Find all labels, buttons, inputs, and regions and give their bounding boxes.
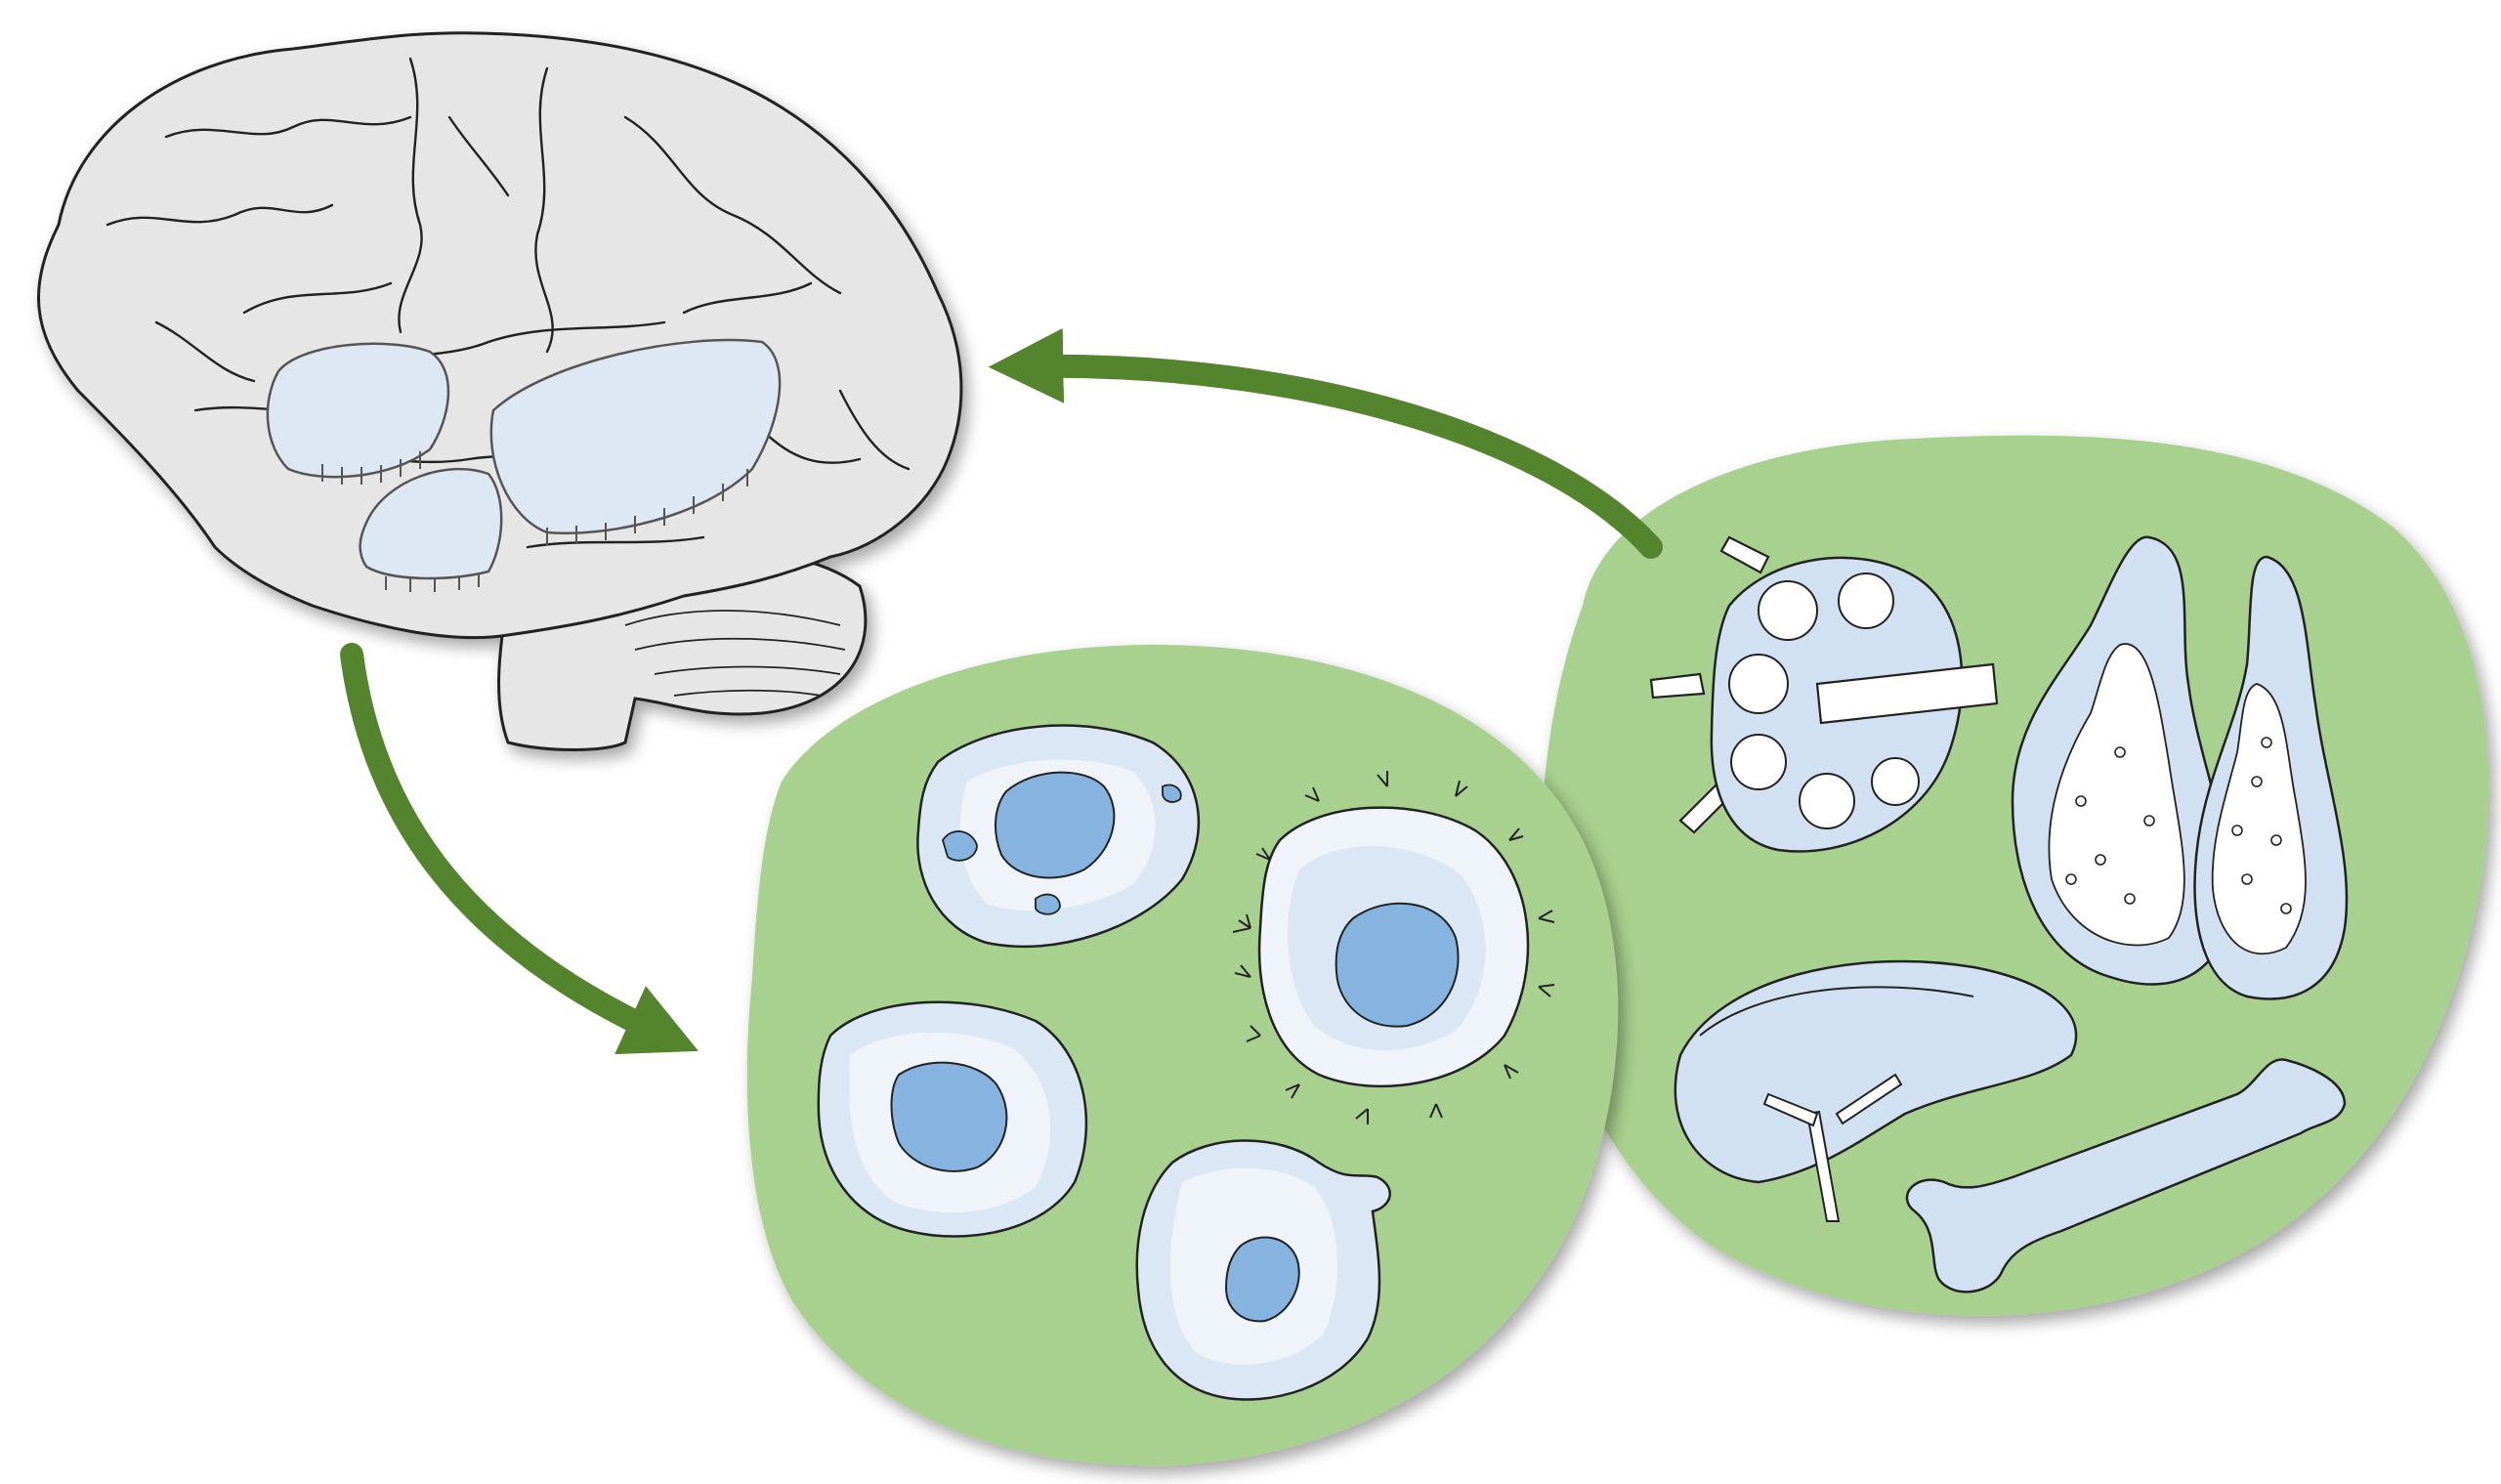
brain-region-temporal <box>489 338 782 534</box>
spleen-icon <box>1674 959 2078 1222</box>
lymph-node-icon <box>1649 535 1999 853</box>
cell-icon <box>1232 771 1555 1124</box>
brain-region-frontal <box>266 342 450 479</box>
cell-icon <box>1135 1139 1391 1401</box>
cell-icon <box>916 724 1201 949</box>
immune-organs-icon <box>1649 535 2349 1293</box>
thymus-icon <box>2011 535 2349 1000</box>
arrow-organs-to-brain <box>988 327 1663 559</box>
immune-cells-icon <box>817 724 1555 1401</box>
brain-icon <box>37 31 963 751</box>
cell-icon <box>817 1000 1088 1238</box>
arrow-brain-to-cells <box>340 643 699 1055</box>
arrow-icon <box>340 327 1663 1055</box>
bone-icon <box>1905 1058 2347 1293</box>
brain-region-hippocampus <box>359 467 503 580</box>
